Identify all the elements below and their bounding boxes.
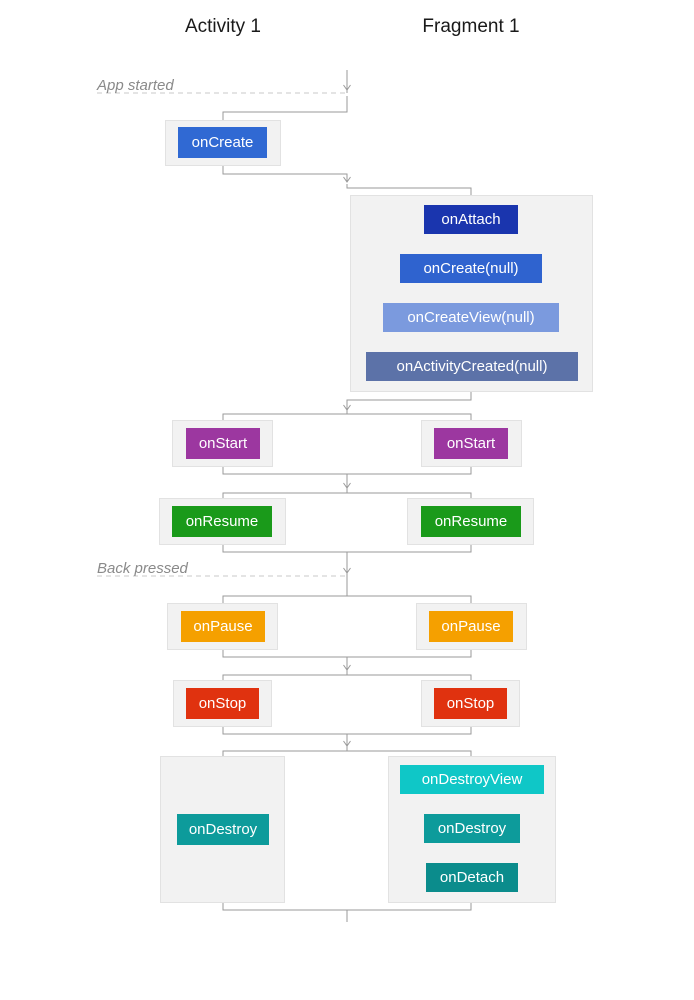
- wire-onstart-to-center: [222, 467, 348, 490]
- fragment-ondestroyview[interactable]: onDestroyView: [400, 765, 544, 794]
- event-label-back-pressed: Back pressed: [97, 560, 188, 577]
- activity-onresume[interactable]: onResume: [172, 506, 272, 537]
- fragment-oncreateview[interactable]: onCreateView(null): [383, 303, 559, 332]
- fragment-oncreate[interactable]: onCreate(null): [400, 254, 542, 283]
- wire-center-to-destroy-fan2: [347, 750, 472, 756]
- activity-onpause[interactable]: onPause: [181, 611, 265, 642]
- wire-onresume-to-back-arrow: [343, 567, 351, 574]
- wire-onstop-to-center-fan2: [347, 727, 472, 735]
- activity-oncreate[interactable]: onCreate: [178, 127, 267, 158]
- fragment-onstop[interactable]: onStop: [434, 688, 507, 719]
- activity-onstart[interactable]: onStart: [186, 428, 260, 459]
- wire-onstart-to-center-arrow: [343, 482, 351, 489]
- activity-ondestroy[interactable]: onDestroy: [177, 814, 269, 845]
- wire-onpause-to-center: [222, 650, 348, 672]
- wire-center-to-onstart-fan2: [347, 413, 472, 420]
- wire-center-to-onresume-fan2: [347, 492, 472, 498]
- wire-onresume-to-back: [222, 545, 348, 576]
- wire-center-to-onstop-fan2: [347, 674, 472, 680]
- wire-center-to-fragment: [346, 184, 472, 195]
- wire-back-to-onpause-fan2: [347, 595, 472, 603]
- fragment-ondestroy[interactable]: onDestroy: [424, 814, 520, 843]
- wire-center-to-destroy: [222, 748, 348, 756]
- wire-onresume-to-back-fan2: [347, 545, 472, 553]
- wire-fragment-to-center-arrow: [343, 404, 351, 411]
- wire-onpause-to-center-fan2: [347, 650, 472, 658]
- wire-fragment-to-center: [346, 392, 472, 410]
- wire-center-to-onresume: [222, 490, 348, 498]
- wire-oncreate-to-center-arrow: [343, 176, 351, 183]
- wire-onstop-to-center-arrow: [343, 740, 351, 747]
- column-title-fragment: Fragment 1: [422, 16, 520, 37]
- column-title-activity: Activity 1: [184, 16, 262, 37]
- fragment-onresume[interactable]: onResume: [421, 506, 521, 537]
- fragment-onattach[interactable]: onAttach: [424, 205, 518, 234]
- wire-destroy-to-end: [222, 903, 348, 922]
- wire-back-to-onpause: [222, 576, 348, 603]
- fragment-onpause[interactable]: onPause: [429, 611, 513, 642]
- wire-oncreate-to-center: [222, 166, 348, 182]
- wire-start-to-oncreate-fan: [222, 96, 348, 120]
- event-label-app-started: App started: [97, 77, 174, 94]
- wire-destroy-to-end-fan2: [347, 903, 472, 911]
- wire-onpause-to-center-arrow: [343, 664, 351, 671]
- fragment-onstart[interactable]: onStart: [434, 428, 508, 459]
- activity-onstop[interactable]: onStop: [186, 688, 259, 719]
- wire-onstop-to-center: [222, 727, 348, 748]
- wire-center-to-onstart: [222, 410, 348, 420]
- fragment-ondetach[interactable]: onDetach: [426, 863, 518, 892]
- wire-center-to-onstop: [222, 672, 348, 680]
- fragment-onactivitycreated[interactable]: onActivityCreated(null): [366, 352, 578, 381]
- wire-start-to-oncreate-arrow: [343, 84, 351, 91]
- wire-onstart-to-center-fan2: [347, 467, 472, 475]
